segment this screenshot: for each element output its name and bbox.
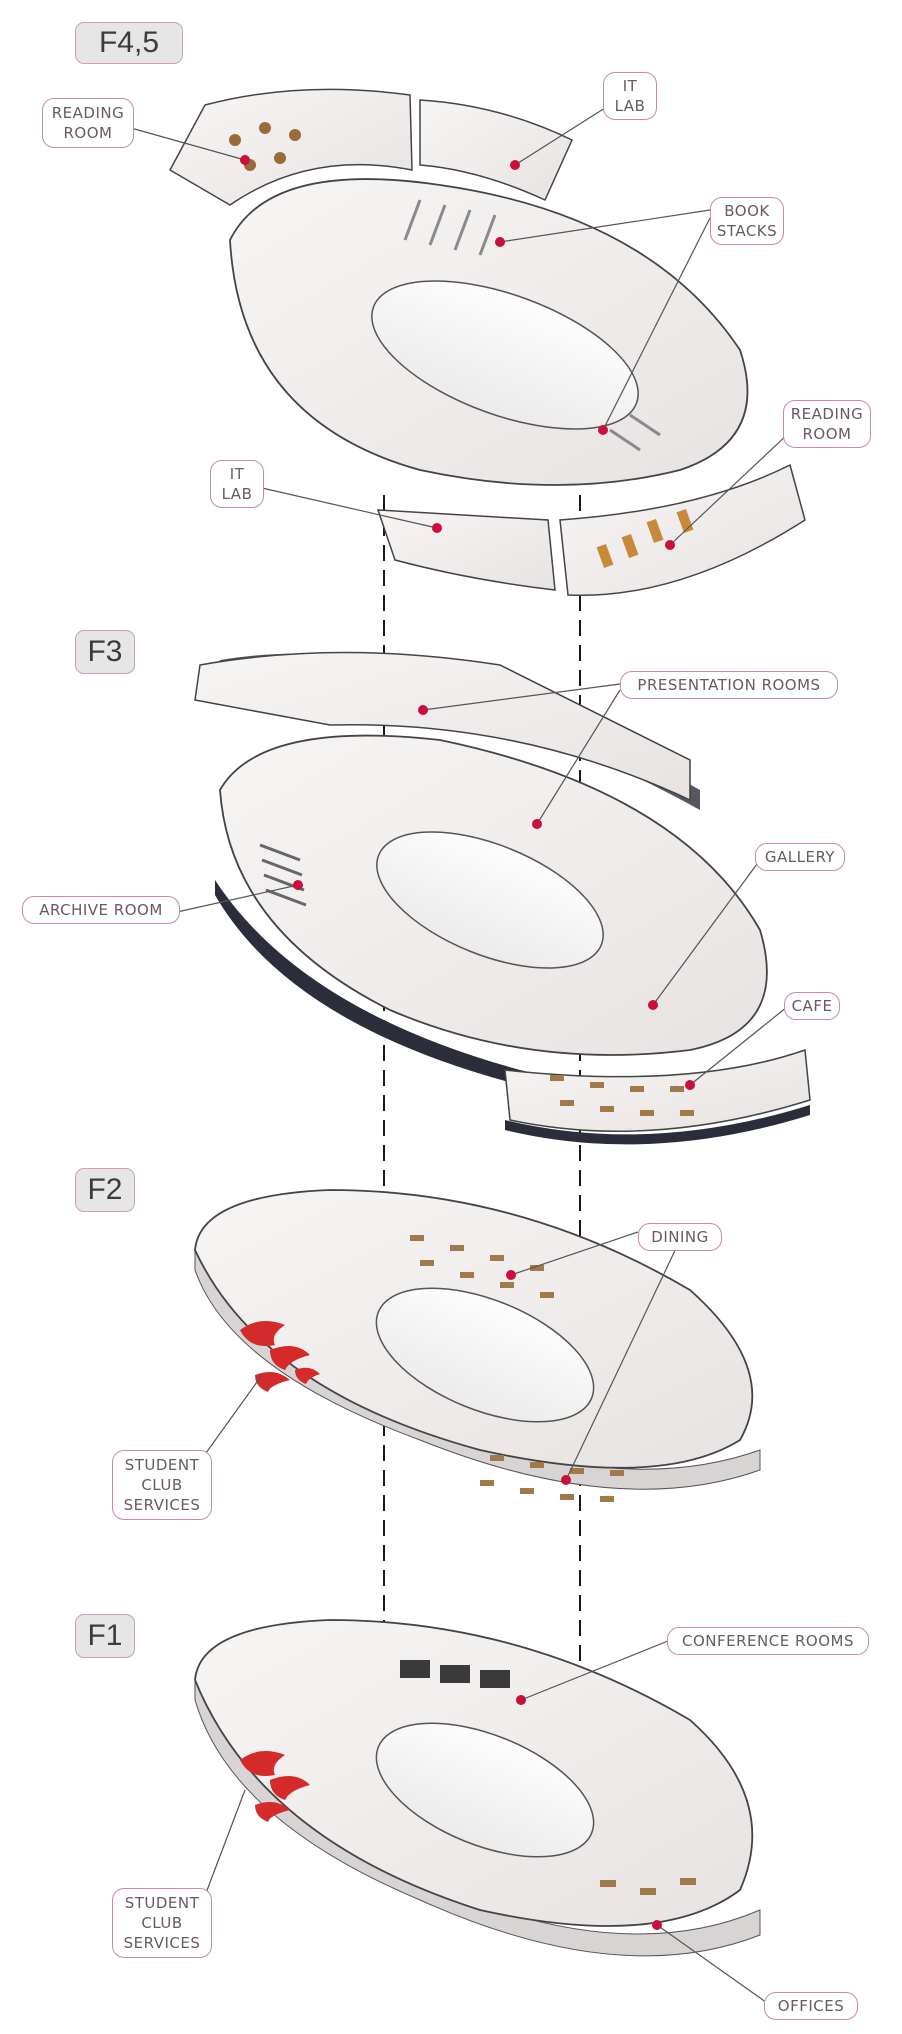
label-offices: OFFICES: [764, 1992, 858, 2020]
label-reading-room-lower: READING ROOM: [783, 400, 871, 448]
f2-leader-lines: [205, 1231, 681, 1481]
label-archive-room: ARCHIVE ROOM: [22, 896, 180, 924]
floor-tag-f2: F2: [75, 1168, 135, 1212]
label-book-stacks: BOOK STACKS: [710, 197, 784, 245]
floor-f1-plan: [194, 1619, 761, 1957]
label-it-lab-lower: IT LAB: [210, 460, 264, 508]
f1-leader-lines: [205, 1640, 771, 2006]
f45-dots: [240, 155, 675, 550]
floor-f45-plan: [168, 88, 806, 597]
floor-f3-plan: [194, 651, 811, 1145]
f2-dots: [506, 1270, 571, 1485]
floor-f2-plan: [194, 1189, 761, 1502]
label-conference-rooms: CONFERENCE ROOMS: [667, 1627, 869, 1655]
label-dining: DINING: [638, 1223, 722, 1251]
f1-dots: [516, 1695, 662, 1930]
f45-leader-lines: [130, 107, 791, 546]
label-cafe: CAFE: [784, 992, 840, 1020]
label-presentation-rooms: PRESENTATION ROOMS: [620, 671, 838, 699]
floor-tag-f3: F3: [75, 630, 135, 674]
label-it-lab-upper: IT LAB: [603, 72, 657, 120]
label-gallery: GALLERY: [755, 843, 845, 871]
floor-tag-f1: F1: [75, 1614, 135, 1658]
label-student-club-services-f1: STUDENT CLUB SERVICES: [112, 1888, 212, 1958]
label-student-club-services-f2: STUDENT CLUB SERVICES: [112, 1450, 212, 1520]
floor-tag-f45: F4,5: [75, 22, 183, 64]
f3-dots: [293, 705, 695, 1090]
f3-leader-lines: [176, 683, 788, 1086]
label-reading-room-upper: READING ROOM: [42, 98, 134, 148]
